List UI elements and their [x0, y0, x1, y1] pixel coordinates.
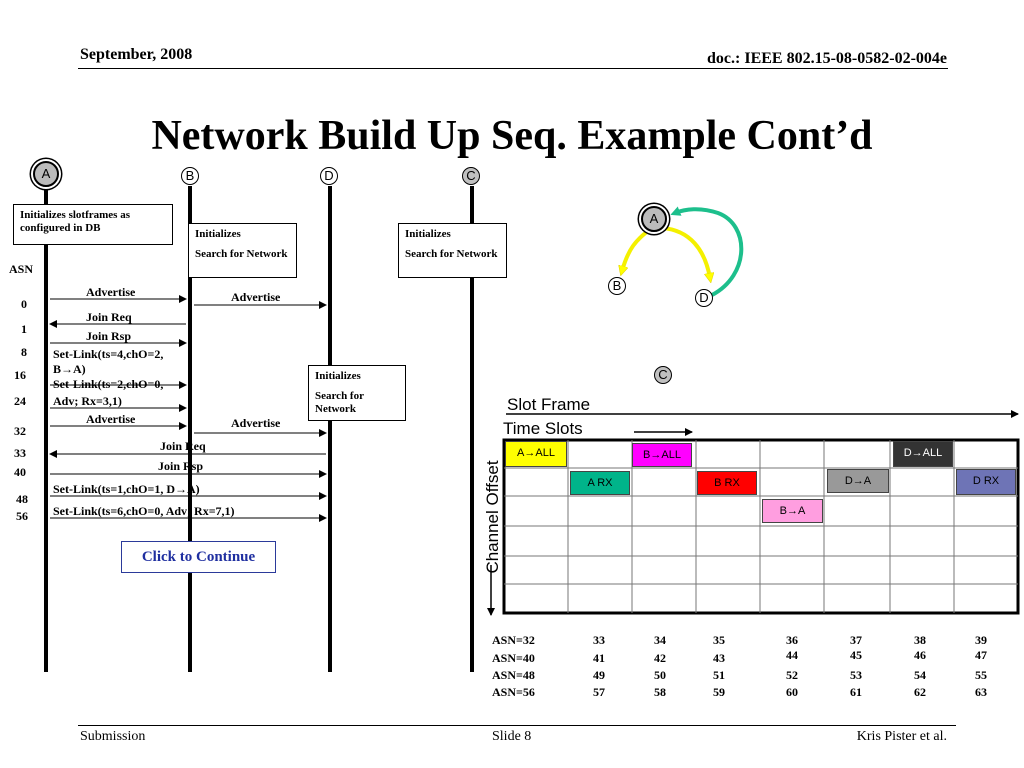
asn-row-label: ASN=40: [492, 651, 535, 665]
msg-setlink-1a: Set-Link(ts=4,chO=2,: [53, 347, 164, 361]
msg-setlink-2b: Adv; Rx=3,1): [53, 394, 122, 408]
asn-value: 8: [21, 345, 27, 359]
c-init-line2: Search for Network: [405, 248, 498, 260]
msg-advertise: Advertise: [231, 290, 281, 304]
d-init-line2: Search for Network: [315, 390, 364, 415]
a-init-box: Initializes slotframes as configured in …: [13, 204, 173, 245]
asn-cell: 39: [975, 633, 987, 647]
asn-cell: 37: [850, 633, 862, 647]
b-init-line2: Search for Network: [195, 248, 288, 260]
asn-cell: 35: [713, 633, 725, 647]
cell-d-all: D→ALL: [893, 441, 953, 467]
cell-b-to-a: B→A: [762, 499, 823, 523]
asn-row-label: ASN=56: [492, 685, 535, 699]
d-init-box: Initializes Search for Network: [308, 365, 406, 421]
msg-advertise: Advertise: [231, 416, 281, 430]
asn-cell: 52: [786, 668, 798, 682]
asn-value: 16: [14, 368, 26, 382]
node-d-head: D: [320, 167, 338, 185]
cell-a-all: A→ALL: [505, 441, 567, 467]
c-init-line1: Initializes: [405, 228, 451, 240]
asn-label: ASN: [9, 262, 34, 276]
channel-offset-text: Channel Offset: [483, 460, 502, 574]
asn-cell: 50: [654, 668, 666, 682]
node-d: D: [695, 289, 713, 307]
asn-cell: 46: [914, 648, 926, 662]
msg-setlink-3: Set-Link(ts=1,chO=1, D→A): [53, 482, 200, 496]
b-init-box: Initializes Search for Network: [188, 223, 297, 278]
asn-cell: 58: [654, 685, 666, 699]
asn-cell: 41: [593, 651, 605, 665]
click-to-continue-button[interactable]: Click to Continue: [121, 541, 276, 573]
slot-frame-arrows: [487, 410, 1019, 616]
asn-value: 32: [14, 424, 26, 438]
b-init-line1: Initializes: [195, 228, 241, 240]
c-init-box: Initializes Search for Network: [398, 223, 507, 278]
msg-advertise: Advertise: [86, 412, 136, 426]
header-rule: [78, 68, 948, 69]
msg-advertise: Advertise: [86, 285, 136, 299]
node-b-head: B: [181, 167, 199, 185]
header-date: September, 2008: [80, 46, 193, 63]
slot-frame-label: Slot Frame: [507, 395, 591, 414]
asn-cell: 61: [850, 685, 862, 699]
asn-cell: 59: [713, 685, 725, 699]
asn-cell: 62: [914, 685, 926, 699]
topology-links: [600, 206, 744, 297]
asn-value: 0: [21, 297, 27, 311]
d-init-line1: Initializes: [315, 370, 361, 382]
asn-value: 24: [14, 394, 26, 408]
asn-cell: 34: [654, 633, 666, 647]
msg-join-rsp: Join Rsp: [158, 459, 204, 473]
cell-d-rx: D RX: [956, 469, 1016, 495]
footer-rule: [78, 725, 956, 726]
asn-cell: 43: [713, 651, 725, 665]
header-doc: doc.: IEEE 802.15-08-0582-02-004e: [707, 50, 947, 67]
node-a: A: [641, 206, 667, 232]
asn-value: 40: [14, 465, 26, 479]
asn-cell: 33: [593, 633, 605, 647]
node-c: C: [654, 366, 672, 384]
msg-setlink-1b: B→A): [53, 362, 86, 376]
asn-cell: 53: [850, 668, 862, 682]
asn-cell: 60: [786, 685, 798, 699]
msg-join-req: Join Req: [160, 439, 206, 453]
cell-b-all: B→ALL: [632, 443, 692, 467]
asn-value: 33: [14, 446, 26, 460]
asn-cell: 45: [850, 648, 862, 662]
asn-cell: 55: [975, 668, 987, 682]
asn-cell: 36: [786, 633, 798, 647]
asn-cell: 44: [786, 648, 798, 662]
asn-row-label: ASN=32: [492, 633, 535, 647]
node-c-head: C: [462, 167, 480, 185]
asn-cell: 38: [914, 633, 926, 647]
msg-setlink-4: Set-Link(ts=6,chO=0, Adv; Rx=7,1): [53, 504, 235, 518]
asn-cell: 54: [914, 668, 926, 682]
asn-row-label: ASN=48: [492, 668, 535, 682]
asn-value: 48: [16, 492, 28, 506]
node-b: B: [608, 277, 626, 295]
footer-authors: Kris Pister et al.: [856, 729, 947, 744]
asn-value: 1: [21, 322, 27, 336]
asn-cell: 63: [975, 685, 987, 699]
slot-frame-grid: [502, 438, 1020, 615]
asn-cell: 57: [593, 685, 605, 699]
page-title: Network Build Up Seq. Example Cont’d: [151, 113, 873, 159]
msg-join-rsp: Join Rsp: [86, 329, 132, 343]
cell-d-to-a: D→A: [827, 469, 889, 493]
cell-a-rx: A RX: [570, 471, 630, 495]
asn-cell: 51: [713, 668, 725, 682]
time-slots-label: Time Slots: [503, 419, 583, 438]
asn-value: 56: [16, 509, 28, 523]
node-a-head: A: [33, 161, 59, 187]
asn-cell: 49: [593, 668, 605, 682]
asn-cell: 42: [654, 651, 666, 665]
asn-cell: 47: [975, 648, 987, 662]
cell-b-rx: B RX: [697, 471, 757, 495]
footer-submission: Submission: [80, 729, 146, 744]
msg-join-req: Join Req: [86, 310, 132, 324]
msg-setlink-2a: Set-Link(ts=2,chO=0,: [53, 377, 164, 391]
footer-slide-number: Slide 8: [492, 729, 532, 744]
